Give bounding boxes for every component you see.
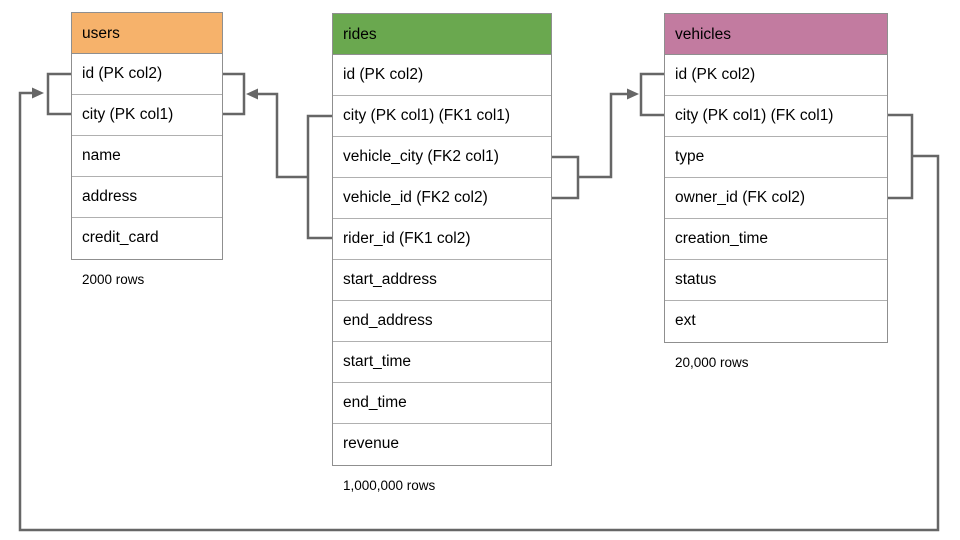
table-users-box: users id (PK col2) city (PK col1) name a… bbox=[71, 12, 223, 260]
vehicles-column-ext: ext bbox=[665, 301, 887, 342]
vehicles-column-type: type bbox=[665, 137, 887, 178]
table-rides: rides id (PK col2) city (PK col1) (FK1 c… bbox=[332, 13, 552, 493]
vehicles-column-id: id (PK col2) bbox=[665, 55, 887, 96]
rides-right-bracket bbox=[552, 155, 580, 200]
table-users: users id (PK col2) city (PK col1) name a… bbox=[71, 12, 223, 287]
rides-column-end-time: end_time bbox=[333, 383, 551, 424]
vehicles-row-count: 20,000 rows bbox=[675, 355, 749, 370]
edge-rides-to-vehicles bbox=[552, 72, 664, 200]
arrowhead-into-users-right bbox=[246, 88, 258, 100]
table-vehicles: vehicles id (PK col2) city (PK col1) (FK… bbox=[664, 13, 888, 370]
edge-vehicles-to-users bbox=[18, 72, 940, 532]
rides-column-vehicle-id: vehicle_id (FK2 col2) bbox=[333, 178, 551, 219]
rides-column-start-time: start_time bbox=[333, 342, 551, 383]
rides-column-end-address: end_address bbox=[333, 301, 551, 342]
table-vehicles-box: vehicles id (PK col2) city (PK col1) (FK… bbox=[664, 13, 888, 343]
rides-column-city: city (PK col1) (FK1 col1) bbox=[333, 96, 551, 137]
edge-vehicles-users-link bbox=[18, 91, 940, 532]
rides-row-count: 1,000,000 rows bbox=[343, 478, 436, 493]
rides-column-id: id (PK col2) bbox=[333, 55, 551, 96]
arrowhead-into-users-left bbox=[32, 87, 44, 99]
rides-column-start-address: start_address bbox=[333, 260, 551, 301]
arrowhead-into-vehicles-left bbox=[627, 88, 639, 100]
rides-column-rider-id: rider_id (FK1 col2) bbox=[333, 219, 551, 260]
edge-rides-to-users bbox=[223, 72, 332, 240]
rides-left-bracket bbox=[306, 114, 332, 240]
users-column-address: address bbox=[72, 177, 222, 218]
users-column-city: city (PK col1) bbox=[72, 95, 222, 136]
table-rides-box: rides id (PK col2) city (PK col1) (FK1 c… bbox=[332, 13, 552, 466]
rides-column-vehicle-city: vehicle_city (FK2 col1) bbox=[333, 137, 551, 178]
users-column-name: name bbox=[72, 136, 222, 177]
rides-column-revenue: revenue bbox=[333, 424, 551, 465]
vehicles-right-bracket bbox=[888, 113, 914, 200]
users-column-credit-card: credit_card bbox=[72, 218, 222, 259]
vehicles-column-status: status bbox=[665, 260, 887, 301]
edge-rides-users-link bbox=[257, 92, 308, 179]
vehicles-column-city: city (PK col1) (FK col1) bbox=[665, 96, 887, 137]
vehicles-column-creation-time: creation_time bbox=[665, 219, 887, 260]
users-column-id: id (PK col2) bbox=[72, 54, 222, 95]
table-rides-header: rides bbox=[333, 14, 551, 55]
vehicles-column-owner-id: owner_id (FK col2) bbox=[665, 178, 887, 219]
vehicles-left-bracket bbox=[639, 72, 664, 117]
users-right-bracket bbox=[223, 72, 246, 116]
users-left-bracket bbox=[46, 72, 71, 116]
table-users-header: users bbox=[72, 13, 222, 54]
users-row-count: 2000 rows bbox=[82, 272, 145, 287]
table-vehicles-header: vehicles bbox=[665, 14, 887, 55]
edge-rides-vehicles-link bbox=[578, 92, 628, 179]
